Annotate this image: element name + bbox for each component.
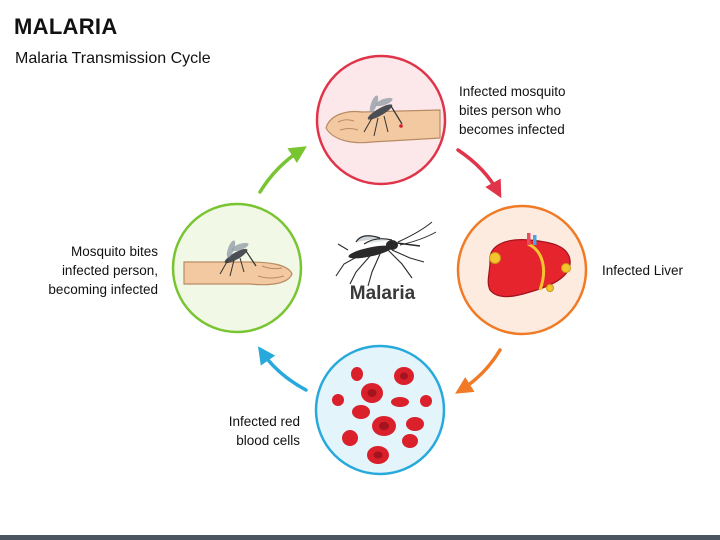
stage-label-line: becomes infected xyxy=(459,122,565,137)
arm-mosquito-icon xyxy=(183,240,293,286)
stage-label-line: Infected red xyxy=(228,414,300,429)
stage-label-mosquito-bites-infected: Mosquito bites infected person, becoming… xyxy=(20,242,158,299)
page-subtitle: Malaria Transmission Cycle xyxy=(15,50,211,67)
stage-label-liver: Infected Liver xyxy=(602,261,683,280)
stage-label-line: blood cells xyxy=(236,433,300,448)
footer-bar xyxy=(0,535,720,540)
stage-label-line: infected person, xyxy=(61,263,158,278)
stage-label-line: bites person who xyxy=(459,103,562,118)
arrow-right-to-bottom xyxy=(455,348,502,394)
stage-label-infected-bite: Infected mosquito bites person who becom… xyxy=(459,82,566,139)
stage-circle-red-blood-cells xyxy=(314,344,446,476)
stage-circle-liver xyxy=(456,204,588,336)
liver-icon xyxy=(487,233,571,298)
stage-circle-infected-bite xyxy=(315,54,447,186)
mosquito-icon xyxy=(335,221,437,287)
stage-label-line: Infected Liver xyxy=(602,263,684,278)
arrow-left-to-top xyxy=(258,146,307,194)
stage-label-line: Infected mosquito xyxy=(459,84,566,99)
page-title: MALARIA xyxy=(14,14,118,39)
center-label: Malaria xyxy=(349,283,416,304)
stage-label-red-blood-cells: Infected red blood cells xyxy=(200,412,300,450)
arrow-bottom-to-left xyxy=(258,346,308,392)
arm-mosquito-icon xyxy=(325,95,441,144)
stage-label-line: Mosquito bites xyxy=(70,244,158,259)
stage-circle-mosquito-bites-infected xyxy=(171,202,303,334)
red-blood-cells-icon xyxy=(332,367,432,464)
stage-label-line: becoming infected xyxy=(48,282,158,297)
arrow-top-to-right xyxy=(456,148,502,199)
